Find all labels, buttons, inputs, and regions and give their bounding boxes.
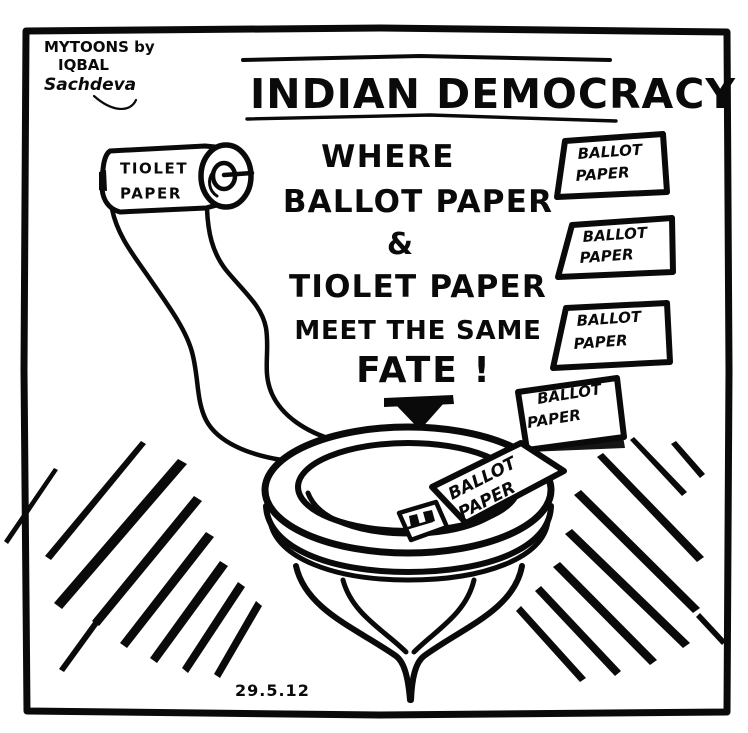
ballot-2-line-2: PAPER	[579, 245, 634, 267]
shine-lines-left	[4, 441, 262, 678]
signature-line-1: MYTOONS by	[44, 38, 155, 56]
signature-line-2: IQBAL	[58, 56, 109, 74]
caption-line-4: TIOLET PAPER	[289, 269, 547, 305]
artist-signature: MYTOONS by IQBAL Sachdeva	[44, 38, 155, 110]
scribbled-slip-in-bowl	[396, 499, 450, 543]
ballot-3-line-2: PAPER	[573, 331, 628, 353]
ballot-paper-3: BALLOT PAPER	[550, 300, 673, 371]
ballot-2-line-1: BALLOT	[582, 223, 649, 246]
date-stamp: 29.5.12	[235, 681, 310, 700]
page-title: INDIAN DEMOCRACY	[250, 70, 736, 118]
toilet-paper-roll: TIOLET PAPER	[99, 142, 255, 215]
ballot-paper-2: BALLOT PAPER	[555, 215, 676, 280]
cartoon-frame	[20, 24, 733, 719]
caption-line-1: WHERE	[321, 139, 455, 175]
cartoon-title-group: INDIAN DEMOCRACY	[241, 54, 736, 123]
caption-line-5: MEET THE SAME	[294, 316, 541, 346]
ballot-1-line-2: PAPER	[575, 163, 630, 185]
roll-label-line-1: TIOLET	[120, 160, 188, 178]
down-arrow-icon	[396, 403, 444, 430]
roll-label-line-2: PAPER	[120, 185, 182, 203]
shine-lines-right	[516, 437, 726, 682]
ballot-paper-4: BALLOT PAPER	[515, 375, 627, 453]
caption-line-2: BALLOT PAPER	[283, 184, 553, 220]
caption-line-6: FATE !	[356, 350, 492, 391]
caption-line-3: &	[387, 227, 413, 262]
ballot-1-line-1: BALLOT	[577, 140, 644, 163]
caption-block: WHERE BALLOT PAPER & TIOLET PAPER MEET T…	[283, 139, 553, 430]
signature-line-3: Sachdeva	[44, 75, 136, 95]
ballot-3-line-1: BALLOT	[576, 307, 643, 330]
ballot-paper-1: BALLOT PAPER	[554, 131, 670, 200]
